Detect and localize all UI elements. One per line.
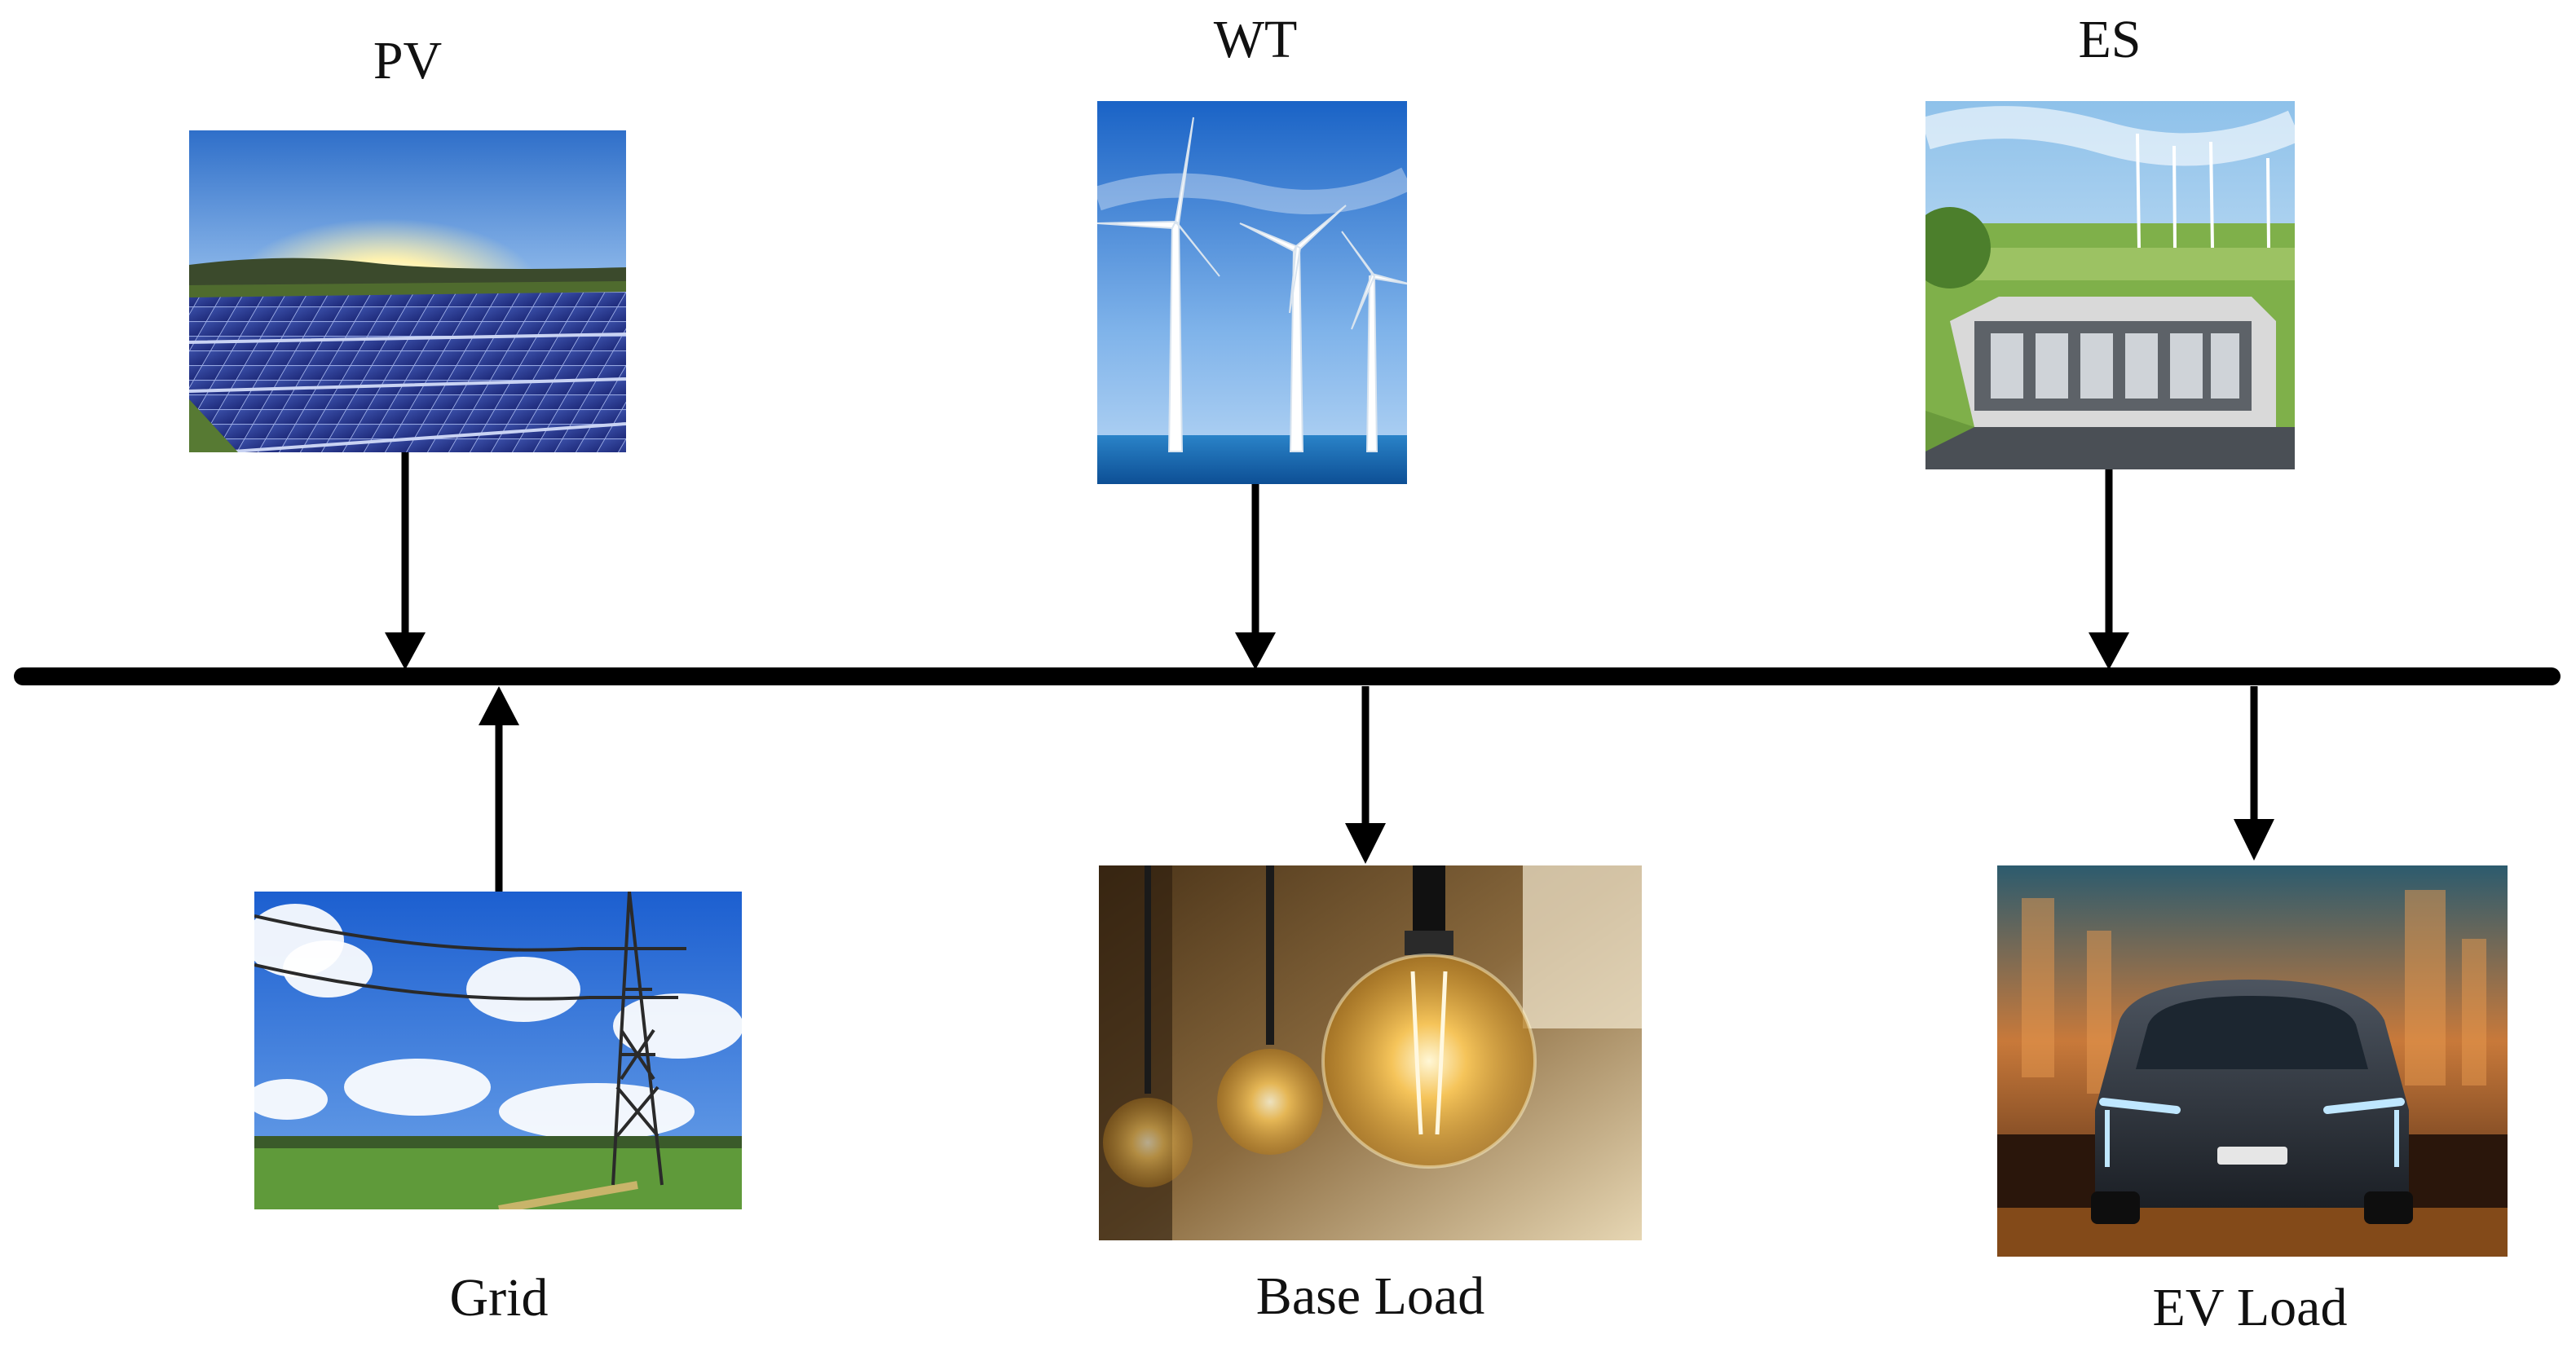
base-load-label: Base Load [1256, 1266, 1484, 1326]
grid-picture [254, 892, 742, 1209]
grid-to-bus-arrow [479, 686, 519, 892]
wt-node: WT [1097, 10, 1407, 484]
bus-to-ev-load-arrow [2234, 686, 2274, 861]
base-load-picture [1099, 865, 1642, 1240]
ev-load-node: EV Load [1997, 865, 2508, 1337]
pv-to-bus-arrow [385, 452, 426, 670]
ev-load-picture [1997, 865, 2508, 1257]
wt-to-bus-arrow [1235, 484, 1276, 670]
base-load-node: Base Load [1099, 865, 1642, 1326]
bus-to-base-load-arrow [1345, 686, 1386, 864]
pv-label: PV [373, 31, 442, 90]
es-node: ES [1925, 10, 2295, 469]
grid-node: Grid [254, 892, 742, 1328]
es-label: ES [2078, 10, 2141, 69]
pv-node: PV [189, 31, 626, 452]
es-to-bus-arrow [2089, 469, 2129, 670]
wt-label: WT [1214, 10, 1298, 69]
es-picture [1925, 101, 2295, 469]
pv-picture [189, 130, 626, 452]
ev-load-label: EV Load [2153, 1278, 2348, 1337]
grid-label: Grid [450, 1268, 549, 1328]
wt-picture [1097, 101, 1407, 484]
